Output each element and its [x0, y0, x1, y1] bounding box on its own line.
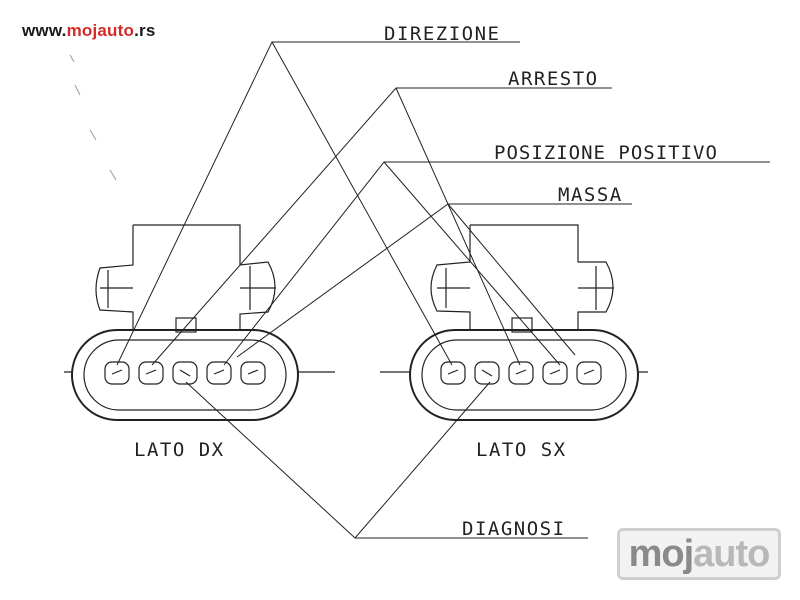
- scan-marks: [69, 54, 117, 181]
- site-url-prefix: www.: [22, 21, 67, 40]
- logo-part1: moj: [628, 532, 695, 575]
- leader-massa: [236, 203, 632, 358]
- site-url-brand: mojauto: [66, 21, 135, 40]
- site-url[interactable]: www.mojauto.rs: [22, 21, 155, 41]
- pins-dx: [104, 361, 266, 385]
- leader-posizione: [223, 161, 770, 366]
- label-massa: MASSA: [558, 184, 623, 206]
- leader-lines: [116, 41, 770, 539]
- label-lato-sx: LATO SX: [476, 439, 567, 461]
- pins-sx: [440, 361, 602, 385]
- connector-lato-dx: [64, 224, 335, 421]
- connector-lato-sx: [380, 224, 648, 421]
- site-url-suffix: .rs: [134, 21, 156, 40]
- leader-arresto: [151, 87, 612, 366]
- leader-diagnosi: [185, 381, 588, 539]
- label-lato-dx: LATO DX: [134, 439, 225, 461]
- label-arresto: ARRESTO: [508, 68, 599, 90]
- leader-direzione: [116, 41, 520, 366]
- logo-part2: auto: [693, 532, 770, 575]
- label-diagnosi: DIAGNOSI: [462, 518, 566, 540]
- label-direzione: DIREZIONE: [384, 23, 500, 45]
- label-posizione-positivo: POSIZIONE POSITIVO: [494, 142, 718, 164]
